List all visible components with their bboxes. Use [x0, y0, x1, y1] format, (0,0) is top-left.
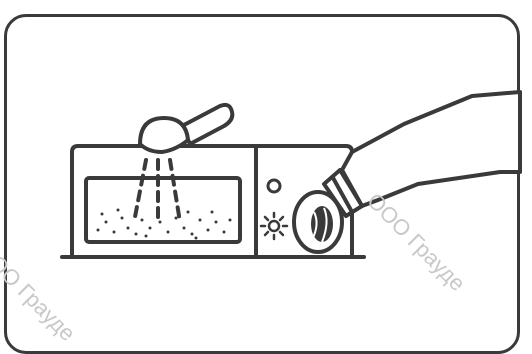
dispenser-illustration — [60, 90, 522, 259]
detergent-compartment — [84, 176, 242, 244]
instruction-card — [4, 14, 520, 354]
powder-stream — [132, 158, 182, 226]
powder-scoop-icon — [138, 102, 235, 154]
powder-dots — [96, 208, 232, 240]
circle-indicator-icon — [266, 178, 282, 194]
dispenser-body — [70, 144, 354, 258]
rinse-aid-opening — [292, 190, 344, 254]
bottle-icon — [322, 90, 522, 218]
sun-indicator-icon — [259, 211, 289, 241]
